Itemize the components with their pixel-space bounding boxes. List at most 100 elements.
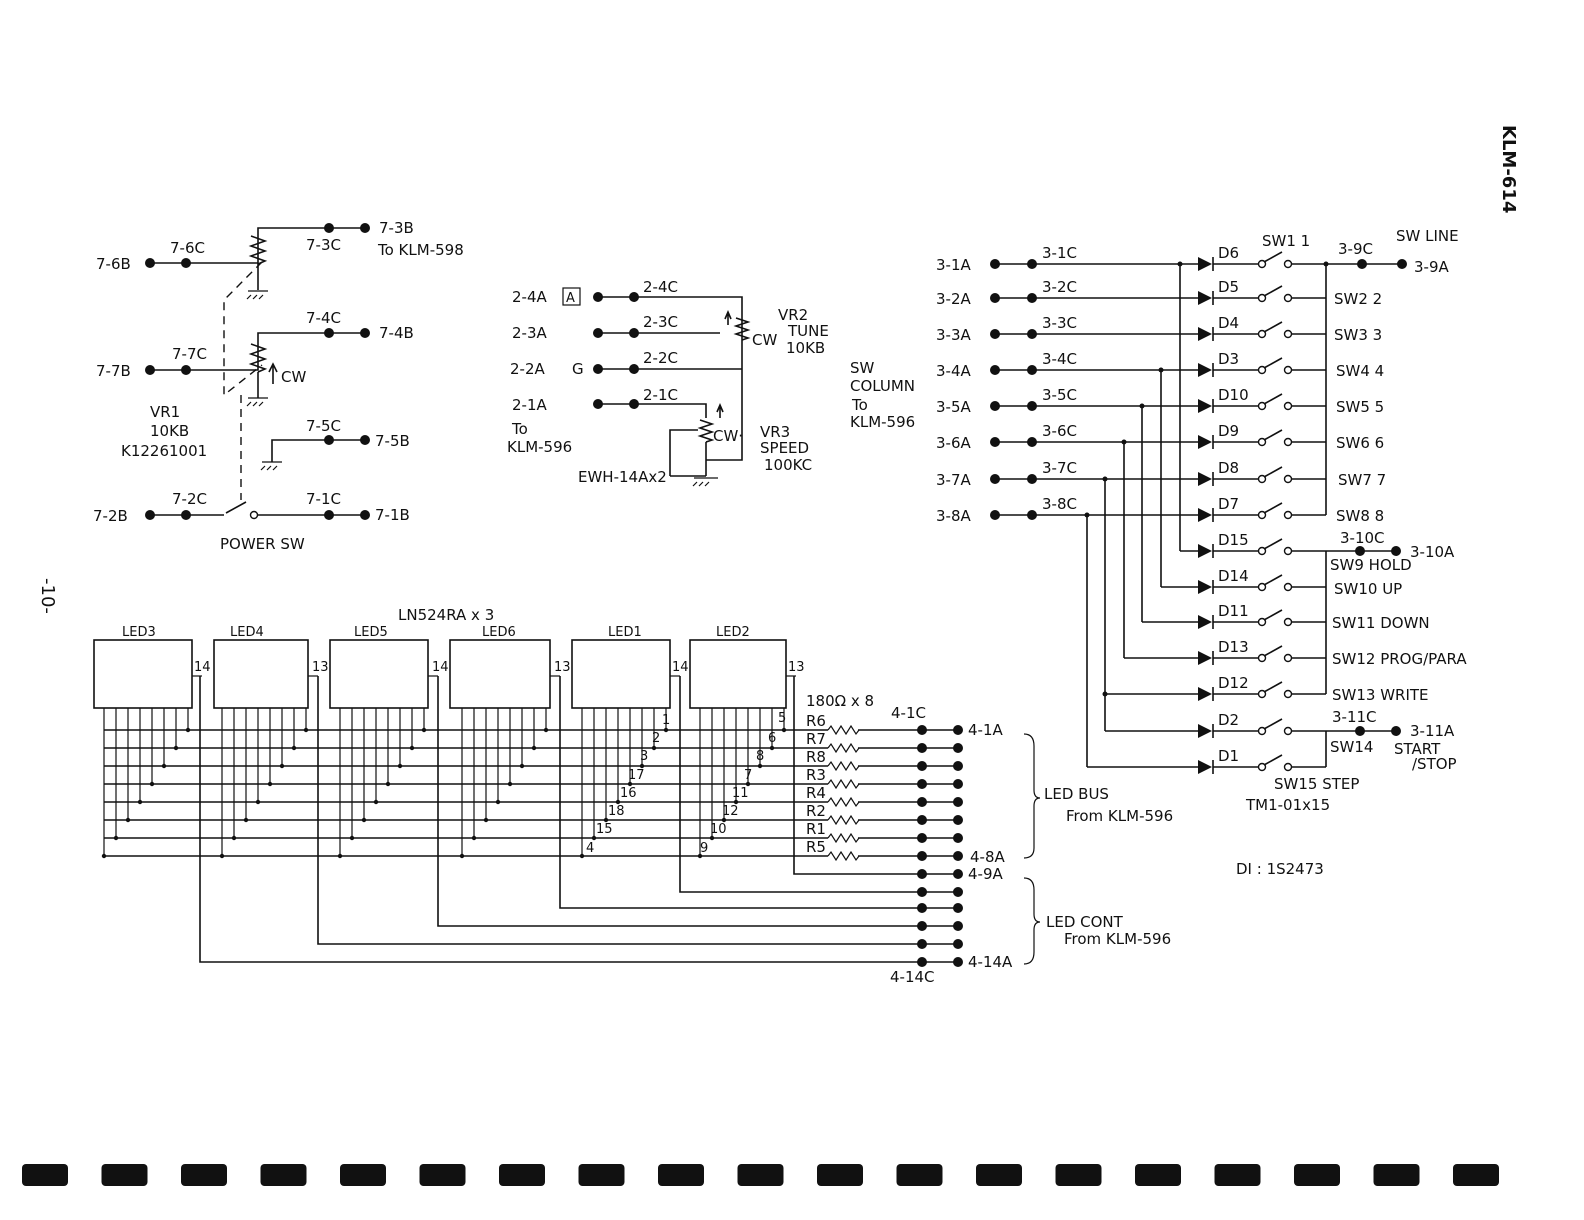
start-label: START <box>1394 740 1441 758</box>
binding-hole-12 <box>896 1164 943 1186</box>
segment-junction-4-2 <box>603 817 609 823</box>
switch-contact-a-13 <box>1257 689 1267 699</box>
segment-pin-6: 18 <box>608 804 625 819</box>
switch-blade-2 <box>1263 285 1283 297</box>
binding-hole-1 <box>22 1164 68 1186</box>
segment-pin-16: 9 <box>700 841 708 856</box>
segment-junction-1-6 <box>291 745 297 751</box>
resistor-2 <box>827 742 860 754</box>
term-2-4c: 2-4C <box>643 278 678 296</box>
tap-junction-b-12 <box>1102 691 1108 697</box>
switch-label-10: SW10 UP <box>1334 580 1402 598</box>
col-c-3: 3-3C <box>1042 314 1077 332</box>
diode-5 <box>1198 399 1212 413</box>
diode-2 <box>1198 291 1212 305</box>
segment-junction-3-4 <box>507 781 513 787</box>
led-label-4: LED6 <box>482 625 516 640</box>
bus-4-14a: 4-14A <box>968 953 1013 971</box>
switch-label-9: SW9 HOLD <box>1330 556 1412 574</box>
col-a-6: 3-6A <box>936 434 971 452</box>
segment-junction-4-5 <box>639 763 645 769</box>
segment-junction-3-5 <box>519 763 525 769</box>
segment-junction-3-2 <box>483 817 489 823</box>
col-a-8: 3-8A <box>936 507 971 525</box>
switch-blade-15 <box>1263 754 1283 766</box>
binding-hole-9 <box>658 1164 704 1186</box>
switch-label-1: SW1 1 <box>1262 232 1310 250</box>
switch-blade-7 <box>1263 466 1283 478</box>
term-2-2c: 2-2C <box>643 349 678 367</box>
segment-junction-5-2 <box>721 817 727 823</box>
power-section: 7-6B 7-6C 7-3C 7-3B To KLM-598 7-4C 7-4B… <box>93 219 464 553</box>
diode-13 <box>1198 687 1212 701</box>
cont-c-dot-11 <box>917 903 927 913</box>
switch-blade-14 <box>1263 718 1283 730</box>
segment-junction-0-0 <box>101 853 107 859</box>
binding-holes <box>22 1164 1499 1186</box>
bus-4-9a: 4-9A <box>968 865 1003 883</box>
segment-pin-2: 2 <box>652 731 660 746</box>
led-label-3: LED5 <box>354 625 388 640</box>
segment-junction-3-3 <box>495 799 501 805</box>
bus-4-1c: 4-1C <box>891 704 926 722</box>
term-3-10a: 3-10A <box>1410 543 1455 561</box>
segment-pin-9: 5 <box>778 711 786 726</box>
switch-label-6: SW6 6 <box>1336 434 1384 452</box>
vr3-value: 100KC <box>764 456 812 474</box>
diode-label-2: D5 <box>1218 278 1239 296</box>
led-label-6: LED2 <box>716 625 750 640</box>
diode-label-6: D9 <box>1218 422 1239 440</box>
vr1-name: VR1 <box>150 403 180 421</box>
term-7-7c: 7-7C <box>172 345 207 363</box>
resistor-label-1: R6 <box>806 712 826 730</box>
cw-label-vr1: CW <box>281 368 306 386</box>
led-pin-label-3: 14 <box>432 660 449 675</box>
switch-contact-b-14 <box>1283 726 1293 736</box>
resistor-4 <box>827 778 860 790</box>
diode-12 <box>1198 651 1212 665</box>
cont-line-13 <box>317 676 958 945</box>
power-sw-label: POWER SW <box>220 535 305 553</box>
diode-label-9: D15 <box>1218 531 1249 549</box>
term-2-1c: 2-1C <box>643 386 678 404</box>
binding-hole-10 <box>737 1164 784 1186</box>
switch-contact-b-2 <box>1283 293 1293 303</box>
switch-part: TM1-01x15 <box>1245 796 1330 814</box>
led-label-1: LED3 <box>122 625 156 640</box>
segment-pin-13: 11 <box>732 786 749 801</box>
resistor-6 <box>827 814 860 826</box>
switch-blade-8 <box>1263 502 1283 514</box>
switch-contact-a-14 <box>1257 726 1267 736</box>
segment-junction-3-6 <box>531 745 537 751</box>
segment-junction-1-5 <box>279 763 285 769</box>
switch-blade-11 <box>1263 609 1283 621</box>
led-bus-label: LED BUS <box>1044 785 1109 803</box>
segment-junction-2-6 <box>409 745 415 751</box>
switch-contact-a-6 <box>1257 437 1267 447</box>
segment-junction-2-5 <box>397 763 403 769</box>
bus-a-dot-2 <box>953 743 963 753</box>
sw-column-label-3: To <box>851 396 868 414</box>
bus-a-dot-5 <box>953 797 963 807</box>
led-pin-label-5: 14 <box>672 660 689 675</box>
segment-junction-0-4 <box>149 781 155 787</box>
vr1-part: K12261001 <box>121 442 207 460</box>
segment-pin-5: 16 <box>620 786 637 801</box>
sw-column-label-1: SW <box>850 359 875 377</box>
led-display-5 <box>571 639 671 709</box>
col-c-1: 3-1C <box>1042 244 1077 262</box>
resistor-label: 180Ω x 8 <box>806 692 874 710</box>
cont-a-dot-9 <box>953 869 963 879</box>
cont-line-12 <box>437 676 958 927</box>
binding-hole-8 <box>578 1164 625 1186</box>
term-7-1c: 7-1C <box>306 490 341 508</box>
led-label-2: LED4 <box>230 625 264 640</box>
vr3-name: VR3 <box>760 423 790 441</box>
led-display-6 <box>689 639 787 709</box>
resistor-1 <box>827 724 860 736</box>
binding-hole-6 <box>419 1164 466 1186</box>
segment-junction-1-1 <box>231 835 237 841</box>
segment-pin-14: 12 <box>722 804 739 819</box>
sw-column-label-4: KLM-596 <box>850 413 915 431</box>
